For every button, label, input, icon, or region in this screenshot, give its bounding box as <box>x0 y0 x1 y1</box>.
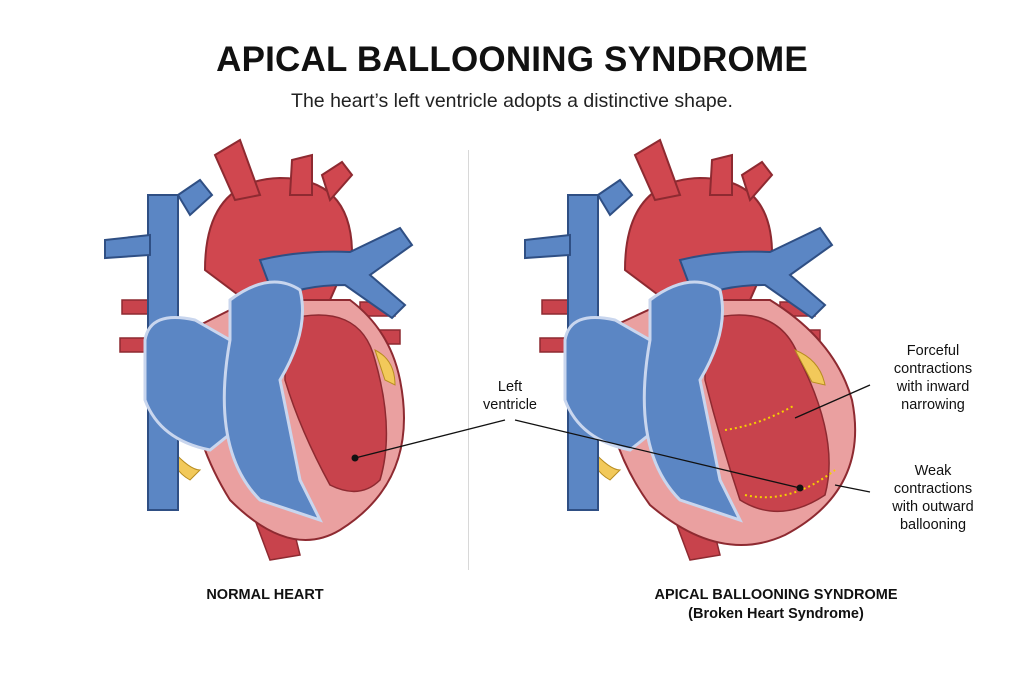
vein-branch-top <box>598 180 632 215</box>
forceful-contractions-label: Forceful contractions with inward narrow… <box>858 342 1008 414</box>
aorta-branch-1 <box>635 140 680 200</box>
broken-heart-caption-line2: (Broken Heart Syndrome) <box>600 605 952 624</box>
broken-heart-caption-line1: APICAL BALLOONING SYNDROME <box>600 586 952 605</box>
broken-heart-caption: APICAL BALLOONING SYNDROME (Broken Heart… <box>600 586 952 624</box>
left-ventricle-label: Left ventricle <box>470 378 550 414</box>
broken-heart <box>525 140 855 560</box>
aorta-branch-2 <box>710 155 732 195</box>
normal-heart-caption: NORMAL HEART <box>140 586 390 605</box>
vein-branch-left <box>525 235 570 258</box>
weak-contractions-label: Weak contractions with outward balloonin… <box>858 462 1008 534</box>
